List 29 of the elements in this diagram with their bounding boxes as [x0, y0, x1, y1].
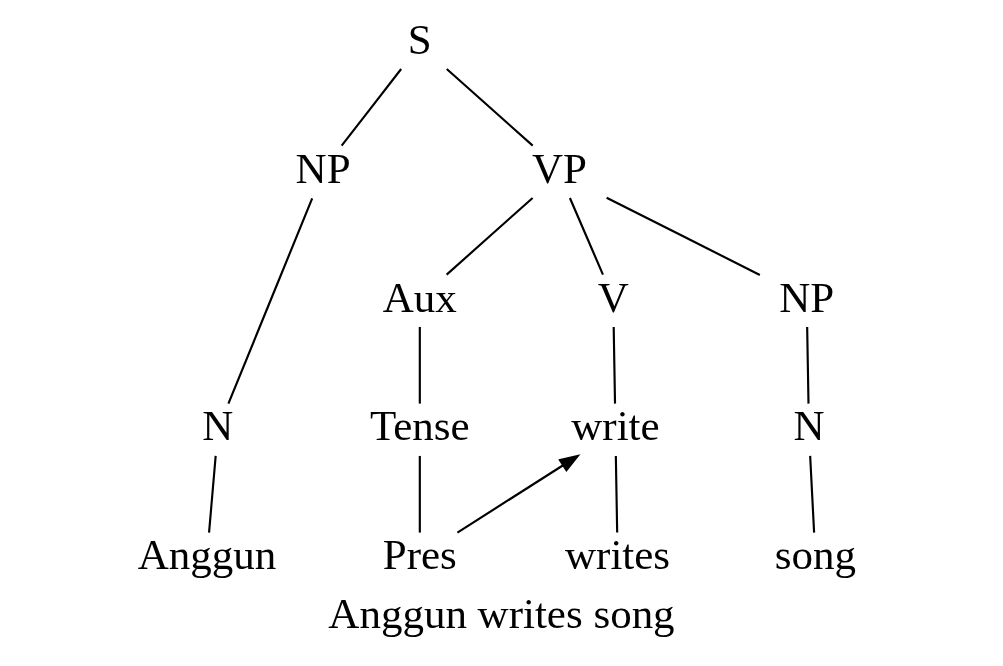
connector [446, 68, 534, 147]
node-text: NP [779, 273, 835, 321]
node-text: N [793, 402, 825, 450]
node-text: VP [532, 144, 588, 192]
node-text: V [597, 273, 629, 321]
node-text: song [774, 531, 856, 579]
connector [606, 196, 761, 276]
node-text: write [571, 402, 660, 450]
connector [227, 198, 314, 405]
node-text: S [407, 15, 432, 63]
caption: Anggun writes song [328, 589, 675, 637]
node-text: N [202, 402, 234, 450]
node-text: Aux [382, 273, 457, 321]
node-text: Pres [382, 531, 457, 579]
connector [445, 197, 534, 276]
node-text: Tense [369, 402, 470, 450]
connector [207, 455, 217, 533]
connector [614, 455, 619, 533]
connector [340, 68, 402, 147]
node-text: Anggun [137, 531, 277, 579]
node-text: writes [565, 531, 671, 579]
arrow [456, 454, 581, 534]
connector [418, 455, 421, 533]
connector [418, 326, 421, 404]
connector [809, 455, 816, 533]
node-text: NP [295, 144, 351, 192]
connector [612, 326, 617, 404]
connector [806, 326, 810, 404]
connector [568, 197, 604, 276]
